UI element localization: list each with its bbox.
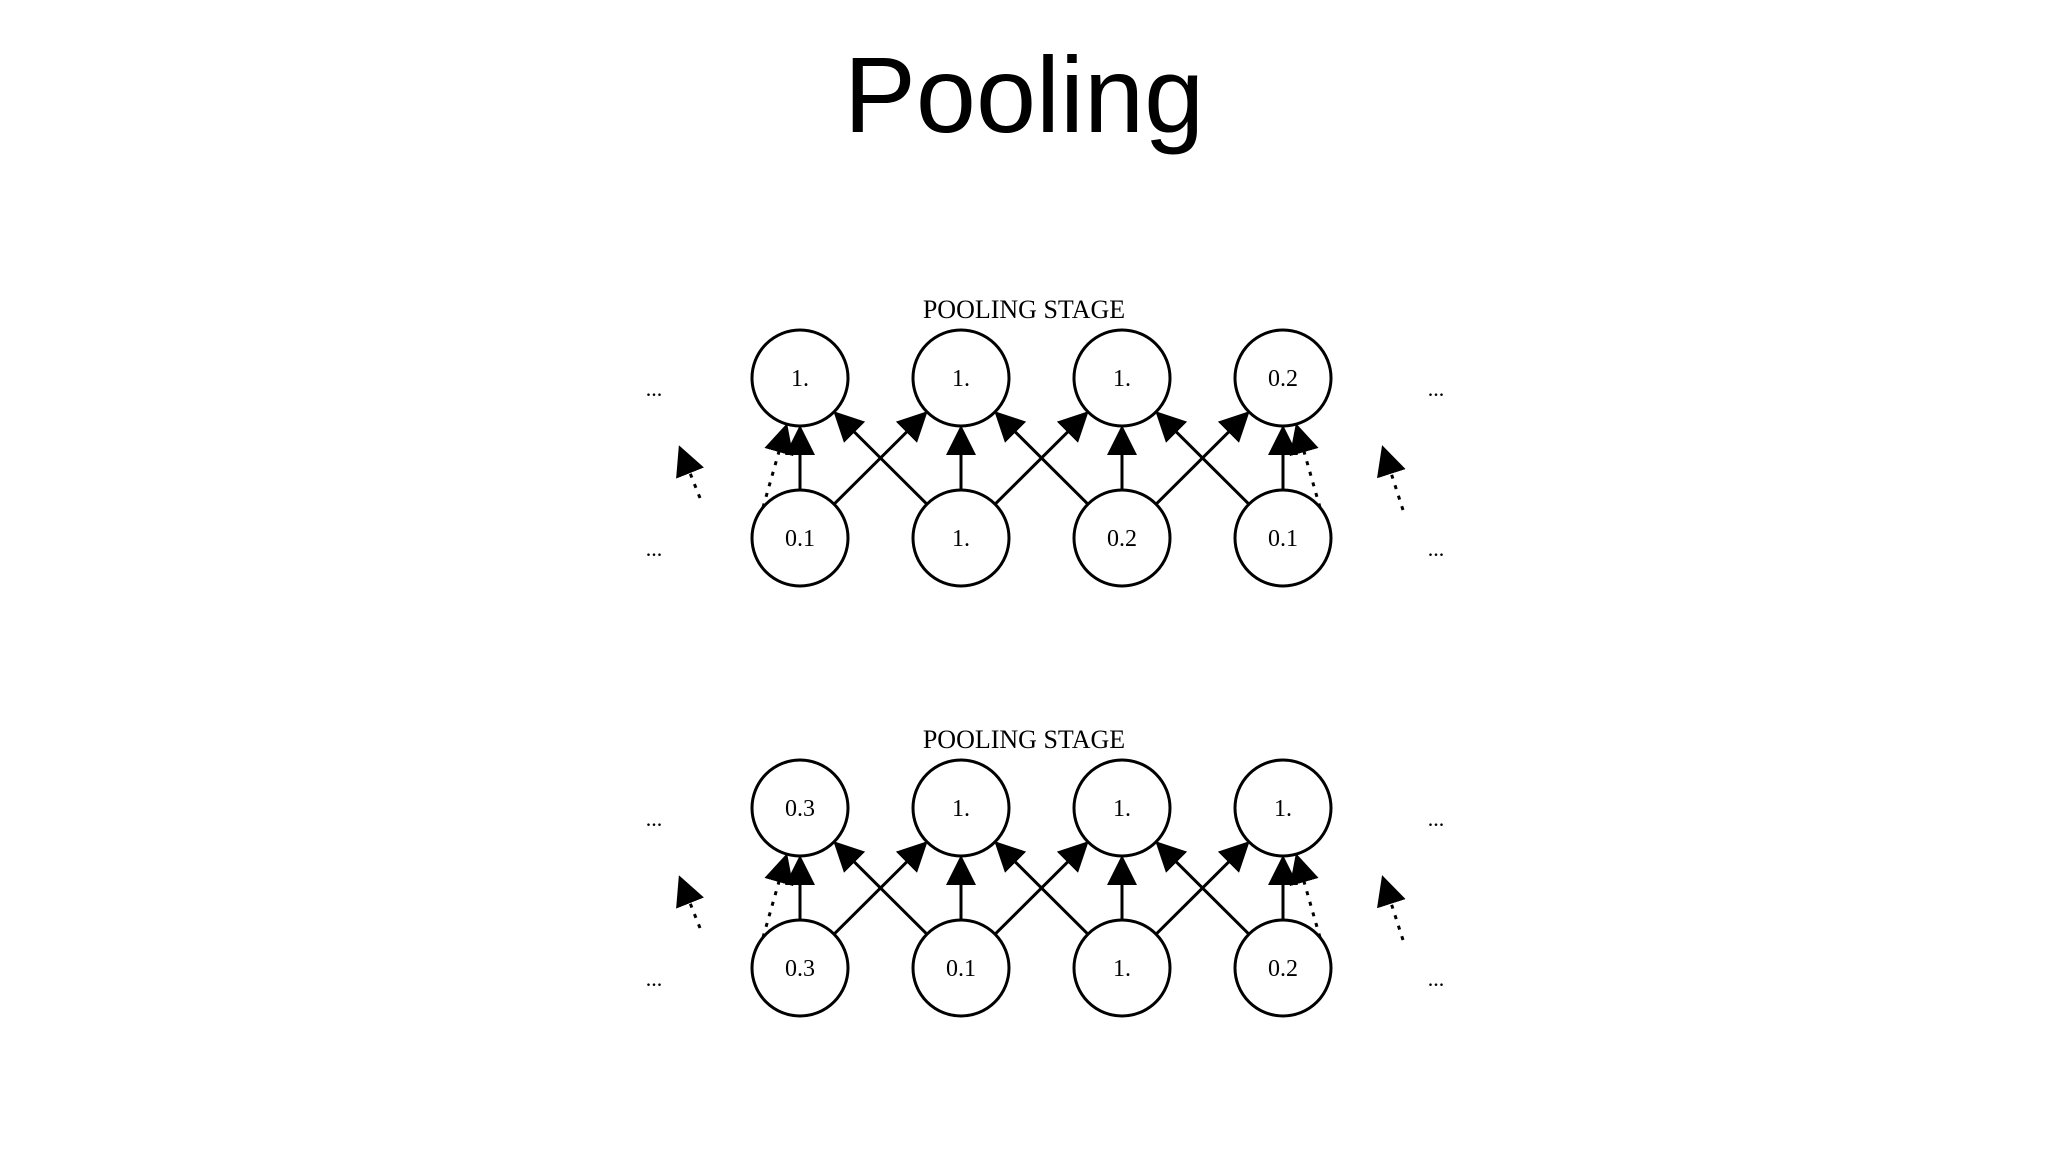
node-value: 1. [952,526,970,552]
detector-node: 0.1 [911,918,1011,1018]
dotted-edge [676,445,704,499]
node-value: 1. [791,366,809,392]
pooling-panel-2: POOLING STAGE 0.3 1. 1. 1. 0.3 0.1 1. 0.2.......… [646,725,1445,1018]
dotted-edge [758,853,794,949]
ellipsis: ... [646,536,663,561]
pooled-node: 0.2 [1233,328,1333,428]
ellipsis: ... [1428,966,1445,991]
node-value: 1. [952,796,970,822]
pooling-panel-1: POOLING STAGE 1. 1. 1. 0.2 0.1 1. 0.2 0.1.......… [646,295,1445,588]
node-circle [1233,328,1333,428]
edges [676,411,1406,519]
edges [676,841,1406,949]
node-value: 1. [1274,796,1292,822]
ellipsis: ... [646,376,663,401]
node-value: 0.3 [785,956,815,982]
ellipsis: ... [1428,376,1445,401]
stage-label: POOLING STAGE [923,295,1125,324]
detector-node: 0.2 [1072,488,1172,588]
node-value: 0.3 [785,796,815,822]
node-circle [1233,488,1333,588]
pooling-edge [833,841,929,936]
node-circle [750,918,850,1018]
ellipsis: ... [646,966,663,991]
node-value: 0.1 [946,956,976,982]
ellipsis: ... [1428,806,1445,831]
pooled-node: 1. [750,328,850,428]
detector-node: 1. [911,488,1011,588]
node-value: 0.1 [785,526,815,552]
dotted-edge [1289,853,1325,949]
node-circle [911,758,1011,858]
pooled-node: 1. [911,328,1011,428]
ellipsis: ... [646,806,663,831]
dotted-edge [676,875,704,929]
node-value: 0.1 [1268,526,1298,552]
pooling-edge [1155,841,1251,936]
node-circle [1233,758,1333,858]
pooled-node: 1. [1233,758,1333,858]
dotted-edge [758,423,794,519]
node-circle [750,328,850,428]
detector-node: 0.2 [1233,918,1333,1018]
pooling-edge [833,411,929,506]
node-value: 0.2 [1268,956,1298,982]
node-value: 1. [1113,956,1131,982]
node-circle [1072,758,1172,858]
node-circle [1233,918,1333,1018]
node-value: 1. [952,366,970,392]
pooled-node: 1. [1072,328,1172,428]
node-value: 1. [1113,796,1131,822]
node-value: 0.2 [1107,526,1137,552]
node-circle [911,328,1011,428]
dotted-edge [1377,445,1406,511]
slide-title: Pooling [843,34,1205,155]
dotted-edge [1377,875,1406,941]
pooling-edge [994,841,1090,936]
dotted-edge [1289,423,1325,519]
node-value: 0.2 [1268,366,1298,392]
pooling-edge [1155,411,1251,506]
node-value: 1. [1113,366,1131,392]
pooled-node: 0.3 [750,758,850,858]
detector-node: 0.1 [750,488,850,588]
pooling-edge [994,411,1090,506]
stage-label: POOLING STAGE [923,725,1125,754]
node-circle [911,918,1011,1018]
ellipsis: ... [1428,536,1445,561]
node-circle [1072,918,1172,1018]
node-circle [750,488,850,588]
detector-node: 0.3 [750,918,850,1018]
node-circle [1072,328,1172,428]
node-circle [750,758,850,858]
pooled-node: 1. [1072,758,1172,858]
detector-node: 1. [1072,918,1172,1018]
node-circle [1072,488,1172,588]
detector-node: 0.1 [1233,488,1333,588]
pooled-node: 1. [911,758,1011,858]
node-circle [911,488,1011,588]
